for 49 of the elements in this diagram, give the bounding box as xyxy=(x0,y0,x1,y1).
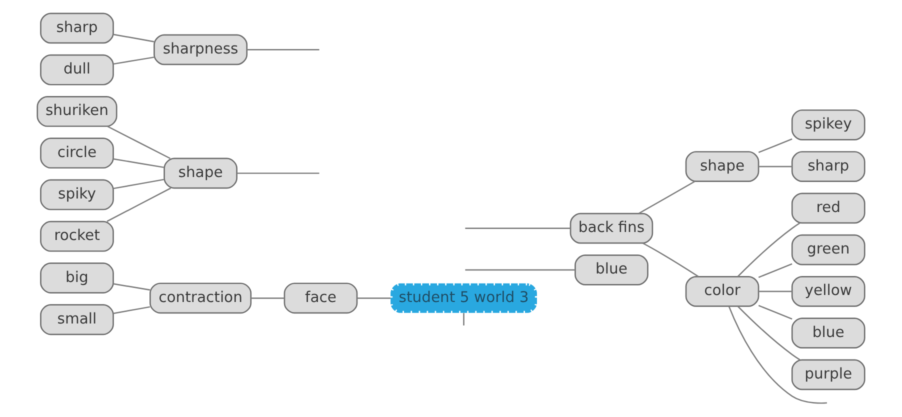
connector xyxy=(758,304,792,320)
connector xyxy=(113,283,150,291)
node-box: shape xyxy=(685,151,760,182)
node-box: small xyxy=(40,304,114,336)
connector xyxy=(465,228,570,229)
node-box: sharpness xyxy=(154,34,248,66)
node-box: sharp xyxy=(791,151,866,182)
node-box: shape xyxy=(164,158,238,189)
connector xyxy=(251,297,284,299)
node-box: blue xyxy=(791,318,866,348)
node-box: spiky xyxy=(40,179,114,210)
connector xyxy=(738,222,800,277)
node-box: face xyxy=(284,282,358,314)
node-box: dull xyxy=(40,54,114,86)
connector xyxy=(113,178,164,190)
node-box: back fins xyxy=(570,212,654,244)
connector xyxy=(638,180,696,214)
connector xyxy=(758,290,792,292)
node-box: circle xyxy=(40,138,114,169)
node-box: shuriken xyxy=(36,96,118,127)
connector xyxy=(357,297,391,299)
node-box: color xyxy=(685,276,760,307)
node-box: yellow xyxy=(791,276,866,307)
connector xyxy=(758,263,792,278)
node-box: green xyxy=(791,234,866,266)
connector xyxy=(113,306,150,314)
node-box: sharp xyxy=(40,12,114,44)
connector xyxy=(246,49,320,50)
node-box: contraction xyxy=(150,282,252,314)
node-box: big xyxy=(40,262,114,294)
node-box: student 5 world 3 xyxy=(388,281,539,315)
node-box: blue xyxy=(574,254,648,286)
connector xyxy=(463,313,464,326)
node-box: spikey xyxy=(791,109,866,140)
connector xyxy=(728,306,827,404)
connector xyxy=(758,166,792,168)
connector xyxy=(113,34,154,42)
node-box: rocket xyxy=(40,220,114,252)
connector xyxy=(106,188,172,222)
connector xyxy=(237,172,320,174)
connector xyxy=(113,158,164,168)
node-box: red xyxy=(791,192,866,224)
connector xyxy=(113,56,154,65)
connector xyxy=(107,126,171,160)
node-box: purple xyxy=(791,359,866,390)
connector xyxy=(758,138,792,154)
connector xyxy=(642,242,699,278)
connector xyxy=(738,306,800,360)
connector xyxy=(465,269,575,271)
